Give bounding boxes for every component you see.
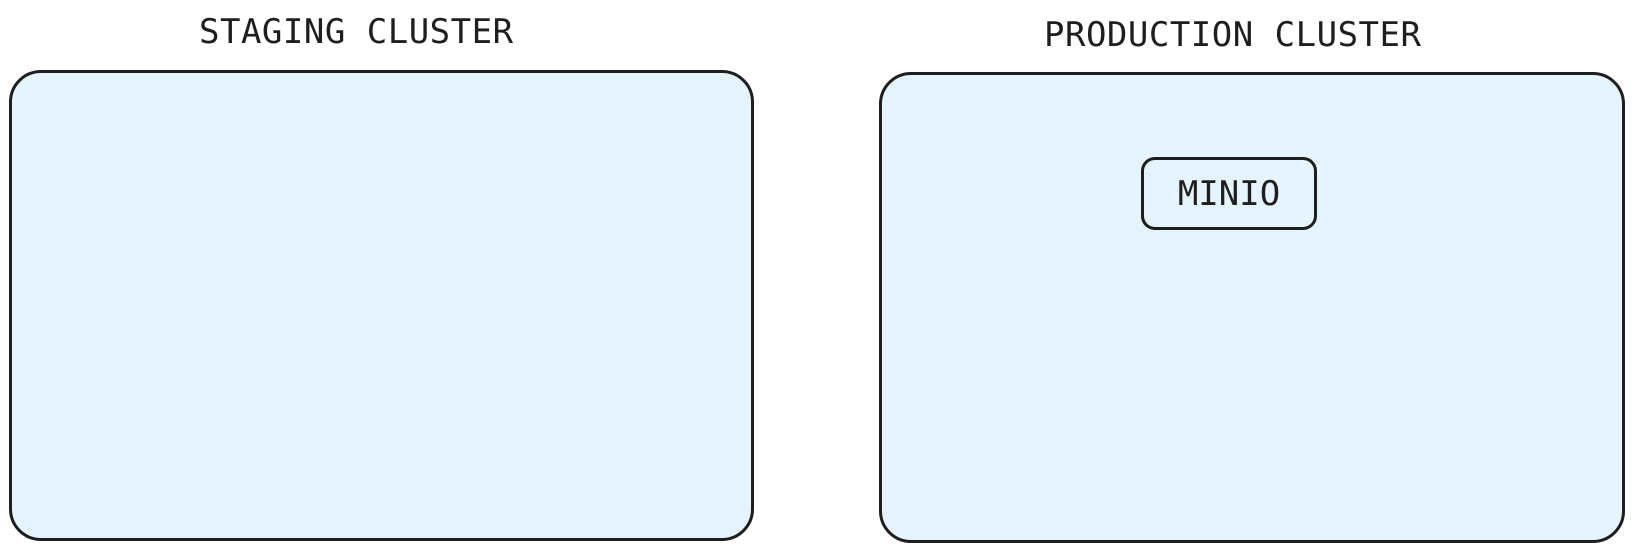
minio-service-label: MINIO (1177, 173, 1281, 214)
staging-cluster-title: STAGING CLUSTER (199, 12, 514, 52)
staging-cluster-box (9, 70, 754, 541)
production-cluster-box (879, 72, 1625, 543)
minio-service-node: MINIO (1141, 157, 1317, 230)
production-cluster-title: PRODUCTION CLUSTER (1044, 15, 1422, 55)
